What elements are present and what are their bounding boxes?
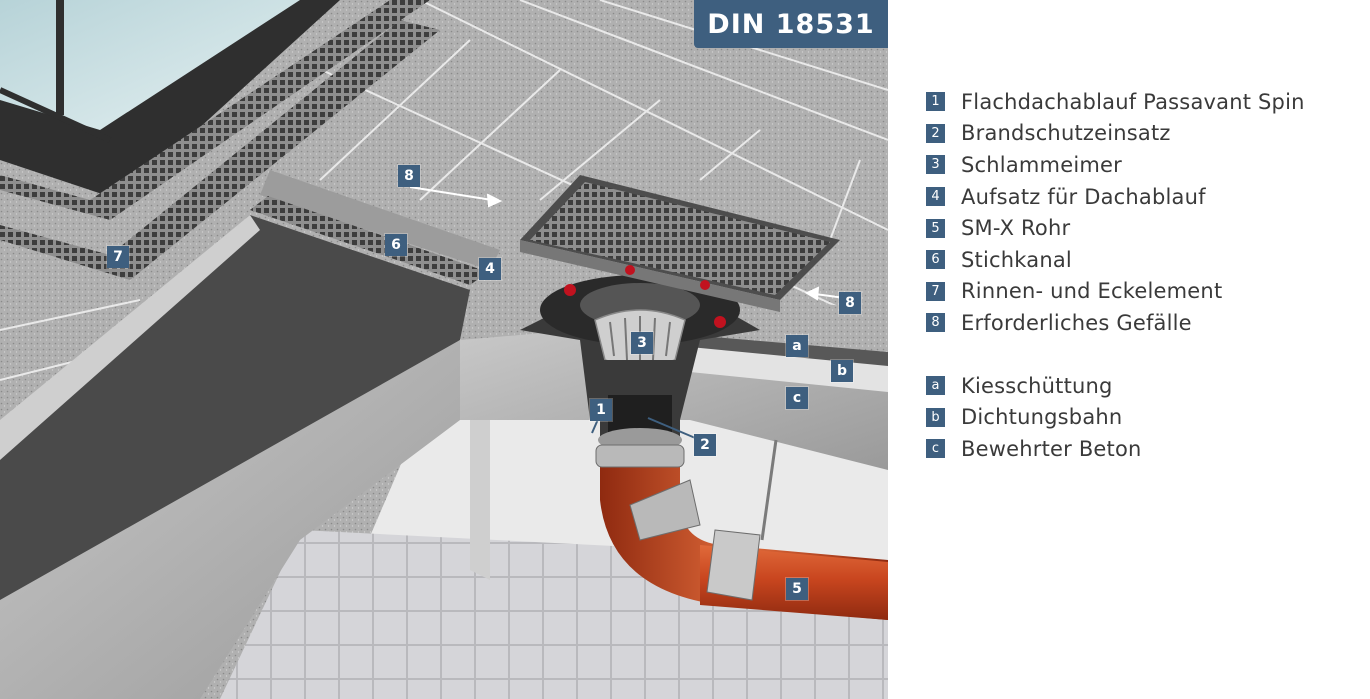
legend-number-badge: 6 bbox=[926, 250, 945, 270]
legend-material-label: Kiesschüttung bbox=[961, 373, 1113, 398]
legend-label: Erforderliches Gefälle bbox=[961, 310, 1192, 335]
legend-item: 4 Aufsatz für Dachablauf bbox=[926, 181, 1356, 213]
callout-marker-6: 6 bbox=[385, 234, 407, 256]
legend-material-item: b Dichtungsbahn bbox=[926, 401, 1356, 433]
legend-item: 8 Erforderliches Gefälle bbox=[926, 307, 1356, 339]
callout-marker-c: c bbox=[786, 387, 808, 409]
legend-label: Flachdachablauf Passavant Spin bbox=[961, 89, 1305, 114]
component-legend: 1 Flachdachablauf Passavant Spin 2 Brand… bbox=[926, 86, 1356, 465]
legend-material-label: Dichtungsbahn bbox=[961, 405, 1123, 430]
legend-label: Schlammeimer bbox=[961, 152, 1122, 177]
legend-item: 2 Brandschutzeinsatz bbox=[926, 118, 1356, 150]
legend-number-badge: 1 bbox=[926, 92, 945, 112]
callout-marker-8-right: 8 bbox=[839, 292, 861, 314]
legend-number-badge: 5 bbox=[926, 218, 945, 238]
legend-item: 3 Schlammeimer bbox=[926, 149, 1356, 181]
legend-label: Brandschutzeinsatz bbox=[961, 121, 1171, 146]
legend-material-item: a Kiesschüttung bbox=[926, 370, 1356, 402]
legend-letter-badge: c bbox=[926, 439, 945, 459]
legend-letter-badge: a bbox=[926, 376, 945, 396]
legend-number-badge: 7 bbox=[926, 281, 945, 301]
legend-item: 5 SM-X Rohr bbox=[926, 212, 1356, 244]
legend-number-badge: 3 bbox=[926, 155, 945, 175]
legend-letter-badge: b bbox=[926, 407, 945, 427]
cutaway-drawing bbox=[0, 0, 888, 699]
legend-number-badge: 2 bbox=[926, 123, 945, 143]
callout-marker-b: b bbox=[831, 360, 853, 382]
legend-label: Rinnen- und Eckelement bbox=[961, 279, 1223, 304]
legend-item: 7 Rinnen- und Eckelement bbox=[926, 276, 1356, 308]
legend-spacer bbox=[926, 339, 1356, 370]
din-standard-badge: DIN 18531 bbox=[694, 0, 888, 48]
roof-drain-illustration bbox=[0, 0, 888, 699]
legend-material-item: c Bewehrter Beton bbox=[926, 433, 1356, 465]
callout-marker-1: 1 bbox=[590, 399, 612, 421]
callout-marker-3: 3 bbox=[631, 332, 653, 354]
callout-marker-7: 7 bbox=[107, 246, 129, 268]
legend-item: 6 Stichkanal bbox=[926, 244, 1356, 276]
legend-item: 1 Flachdachablauf Passavant Spin bbox=[926, 86, 1356, 118]
legend-label: Stichkanal bbox=[961, 247, 1072, 272]
legend-label: Aufsatz für Dachablauf bbox=[961, 184, 1206, 209]
callout-marker-a: a bbox=[786, 335, 808, 357]
callout-marker-4: 4 bbox=[479, 258, 501, 280]
callout-marker-2: 2 bbox=[694, 434, 716, 456]
legend-number-badge: 4 bbox=[926, 187, 945, 207]
legend-label: SM-X Rohr bbox=[961, 216, 1071, 241]
legend-number-badge: 8 bbox=[926, 313, 945, 333]
legend-material-label: Bewehrter Beton bbox=[961, 436, 1142, 461]
callout-marker-8-top: 8 bbox=[398, 165, 420, 187]
callout-marker-5: 5 bbox=[786, 578, 808, 600]
